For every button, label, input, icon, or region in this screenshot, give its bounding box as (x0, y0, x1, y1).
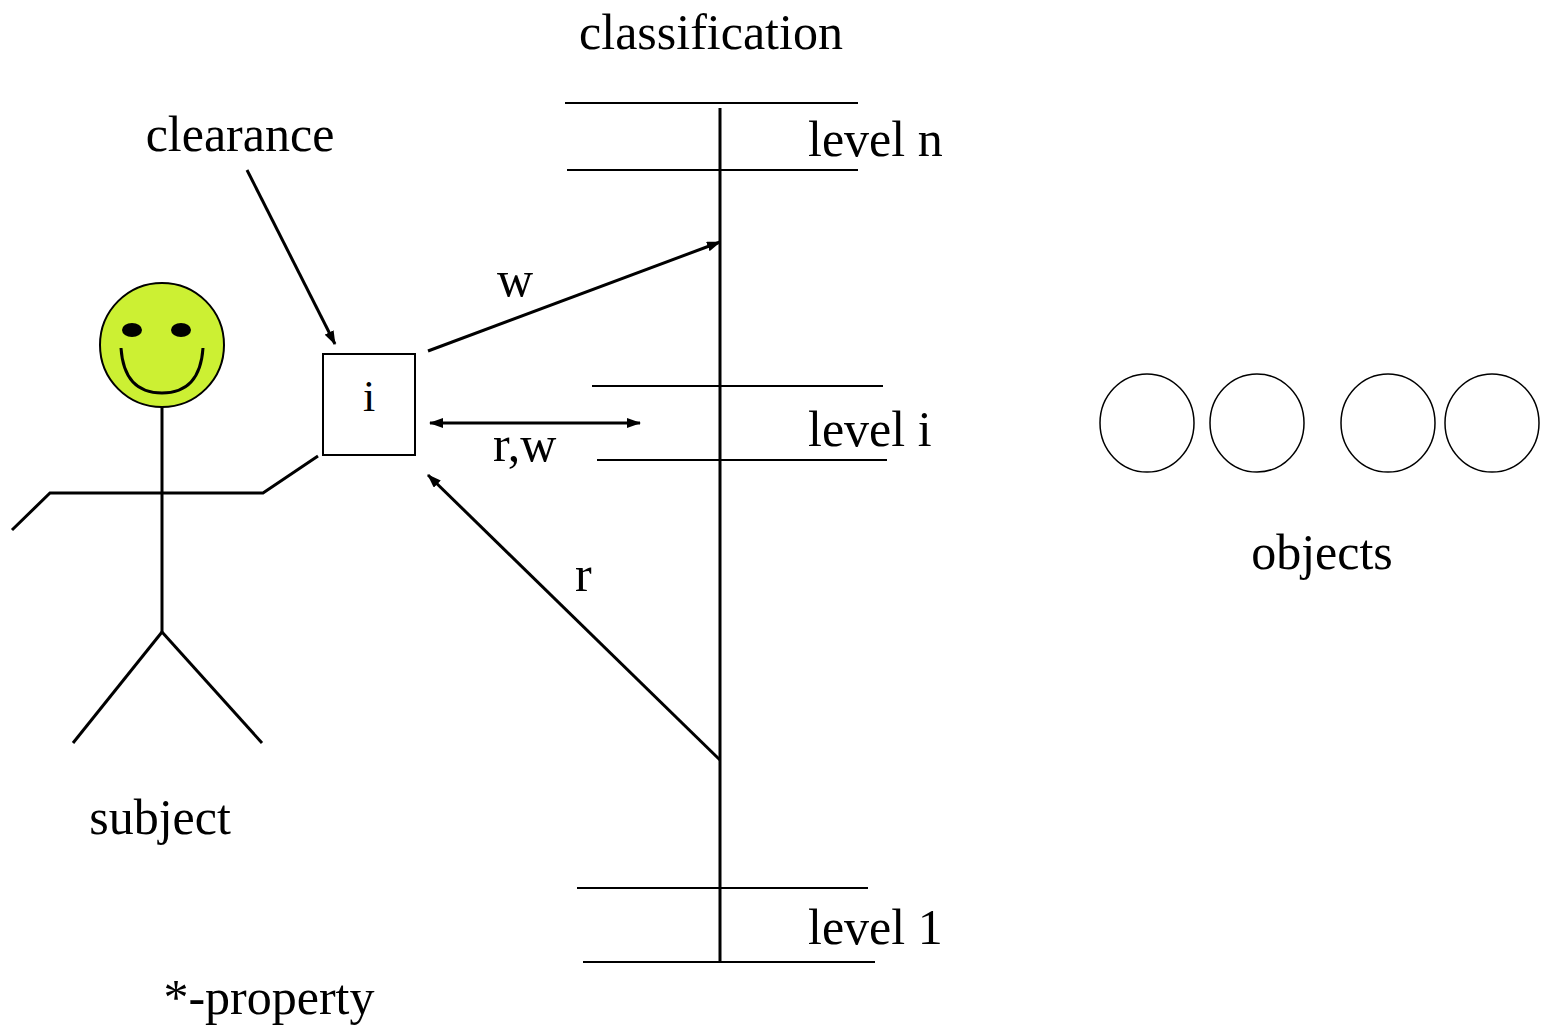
arm (12, 456, 318, 530)
eye (171, 323, 191, 337)
clearance-box: i (322, 353, 416, 456)
leader-arrow (247, 170, 335, 344)
subject-label: subject (89, 789, 231, 847)
object-circle (1445, 374, 1539, 472)
access-label: r (575, 546, 592, 604)
objects-label: objects (1251, 524, 1393, 582)
smiley-head (100, 283, 224, 407)
classification-scale (565, 103, 887, 962)
object-circle (1341, 374, 1435, 472)
caption: *-property (163, 969, 374, 1027)
leg (73, 632, 162, 743)
scale-title: classification (579, 4, 843, 62)
read-arrow (428, 475, 720, 760)
level-label: level i (808, 401, 932, 459)
band-line (565, 102, 858, 104)
access-arrows (428, 242, 720, 760)
band-line (583, 961, 875, 963)
eye (122, 323, 142, 337)
leg (162, 632, 262, 743)
clearance-level: i (363, 373, 375, 421)
stick-figure (12, 283, 318, 743)
object-circles (1100, 374, 1539, 472)
object-circle (1210, 374, 1304, 472)
level-label: level 1 (808, 899, 943, 957)
band-line (567, 169, 858, 171)
band-line (577, 887, 868, 889)
level-label: level n (808, 111, 943, 169)
band-line (592, 385, 883, 387)
clearance-label: clearance (146, 106, 335, 164)
access-label: r,w (493, 416, 556, 474)
scale-line (719, 108, 722, 962)
band-line (597, 459, 887, 461)
smile (121, 348, 203, 393)
body (161, 407, 164, 632)
write-arrow (428, 242, 720, 351)
access-label: w (497, 251, 533, 309)
object-circle (1100, 374, 1194, 472)
